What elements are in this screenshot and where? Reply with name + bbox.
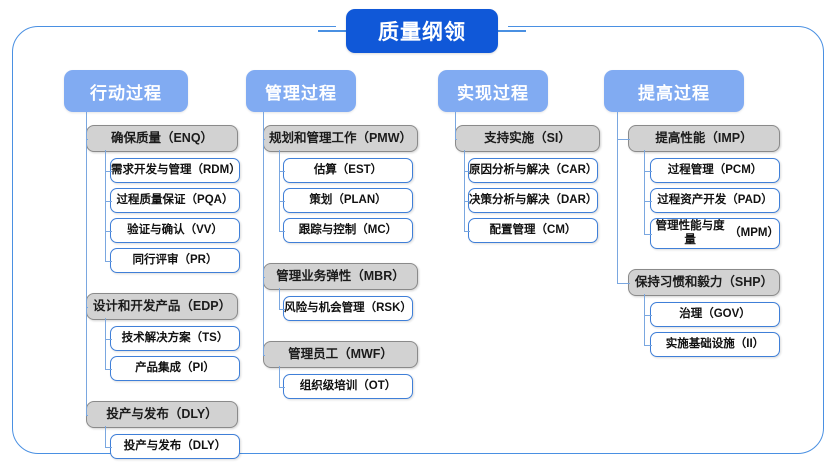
- leaf-connector: [279, 386, 285, 388]
- diagram-title: 质量纲领: [346, 9, 498, 53]
- group-child-spine: [105, 426, 107, 447]
- group-box[interactable]: 设计和开发产品（EDP）: [86, 293, 238, 320]
- group-box[interactable]: 规划和管理工作（PMW）: [263, 125, 418, 152]
- group-box[interactable]: 管理员工（MWF）: [263, 341, 418, 368]
- column-header-4[interactable]: 提高过程: [604, 70, 744, 112]
- group-child-spine: [464, 150, 466, 231]
- leaf-connector: [464, 230, 470, 232]
- leaf-box[interactable]: 配置管理（CM）: [468, 218, 598, 243]
- leaf-box[interactable]: 风险与机会管理（RSK）: [283, 296, 413, 321]
- group-child-spine: [279, 288, 281, 309]
- group-box[interactable]: 保持习惯和毅力（SHP）: [628, 269, 780, 296]
- leaf-label-line: （MPM）: [729, 226, 779, 239]
- group-child-spine: [644, 150, 646, 234]
- leaf-connector: [105, 170, 112, 172]
- leaf-box[interactable]: 需求开发与管理（RDM）: [110, 158, 241, 183]
- leaf-connector: [105, 200, 112, 202]
- title-connector-left: [318, 30, 348, 32]
- group-connector: [455, 138, 457, 140]
- leaf-box[interactable]: 过程管理（PCM）: [650, 158, 780, 183]
- leaf-box[interactable]: 技术解决方案（TS）: [110, 326, 240, 351]
- column-header-3[interactable]: 实现过程: [438, 70, 548, 112]
- leaf-box[interactable]: 验证与确认（VV）: [110, 218, 240, 243]
- leaf-connector: [644, 170, 652, 172]
- leaf-box[interactable]: 跟踪与控制（MC）: [283, 218, 413, 243]
- leaf-connector: [279, 308, 285, 310]
- leaf-connector: [105, 230, 112, 232]
- leaf-box[interactable]: 决策分析与解决（DAR）: [468, 188, 598, 213]
- leaf-label-line: 管理性能与度量: [655, 220, 725, 246]
- column-spine: [455, 112, 457, 139]
- leaf-connector: [105, 338, 112, 340]
- group-child-spine: [279, 366, 281, 387]
- leaf-connector: [105, 446, 112, 448]
- column-spine: [617, 112, 619, 283]
- leaf-connector: [279, 230, 285, 232]
- group-box[interactable]: 确保质量（ENQ）: [86, 125, 238, 152]
- leaf-box[interactable]: 估算（EST）: [283, 158, 413, 183]
- leaf-connector: [279, 170, 285, 172]
- leaf-box[interactable]: 产品集成（PI）: [110, 356, 240, 381]
- leaf-box[interactable]: 同行评审（PR）: [110, 248, 240, 273]
- leaf-connector: [644, 200, 652, 202]
- leaf-connector: [464, 170, 470, 172]
- group-connector: [86, 414, 88, 416]
- leaf-connector: [105, 368, 112, 370]
- column-spine: [86, 112, 88, 415]
- leaf-box[interactable]: 组织级培训（OT）: [283, 374, 413, 399]
- leaf-box[interactable]: 投产与发布（DLY）: [110, 434, 240, 459]
- group-box[interactable]: 管理业务弹性（MBR）: [263, 263, 418, 290]
- group-child-spine: [105, 150, 107, 261]
- leaf-connector: [644, 314, 652, 316]
- group-child-spine: [644, 294, 646, 345]
- column-header-2[interactable]: 管理过程: [246, 70, 356, 112]
- leaf-box[interactable]: 过程质量保证（PQA）: [110, 188, 240, 213]
- column-header-1[interactable]: 行动过程: [64, 70, 188, 112]
- leaf-connector: [644, 233, 652, 235]
- group-box[interactable]: 支持实施（SI）: [455, 125, 600, 152]
- leaf-connector: [464, 200, 470, 202]
- group-child-spine: [105, 318, 107, 369]
- leaf-box[interactable]: 策划（PLAN）: [283, 188, 413, 213]
- group-box[interactable]: 投产与发布（DLY）: [86, 401, 238, 428]
- group-connector: [617, 138, 630, 140]
- leaf-box[interactable]: 治理（GOV）: [650, 302, 780, 327]
- leaf-box[interactable]: 原因分析与解决（CAR）: [468, 158, 598, 183]
- group-connector: [263, 354, 265, 356]
- leaf-box[interactable]: 过程资产开发（PAD）: [650, 188, 780, 213]
- group-box[interactable]: 提高性能（IMP）: [628, 125, 780, 152]
- leaf-connector: [644, 344, 652, 346]
- leaf-box[interactable]: 实施基础设施（II）: [650, 332, 780, 357]
- leaf-connector: [105, 260, 112, 262]
- leaf-box[interactable]: 管理性能与度量 （MPM）: [650, 218, 780, 249]
- title-connector-right: [496, 30, 526, 32]
- leaf-connector: [279, 200, 285, 202]
- group-child-spine: [279, 150, 281, 231]
- column-spine: [263, 112, 265, 355]
- group-connector: [617, 282, 630, 284]
